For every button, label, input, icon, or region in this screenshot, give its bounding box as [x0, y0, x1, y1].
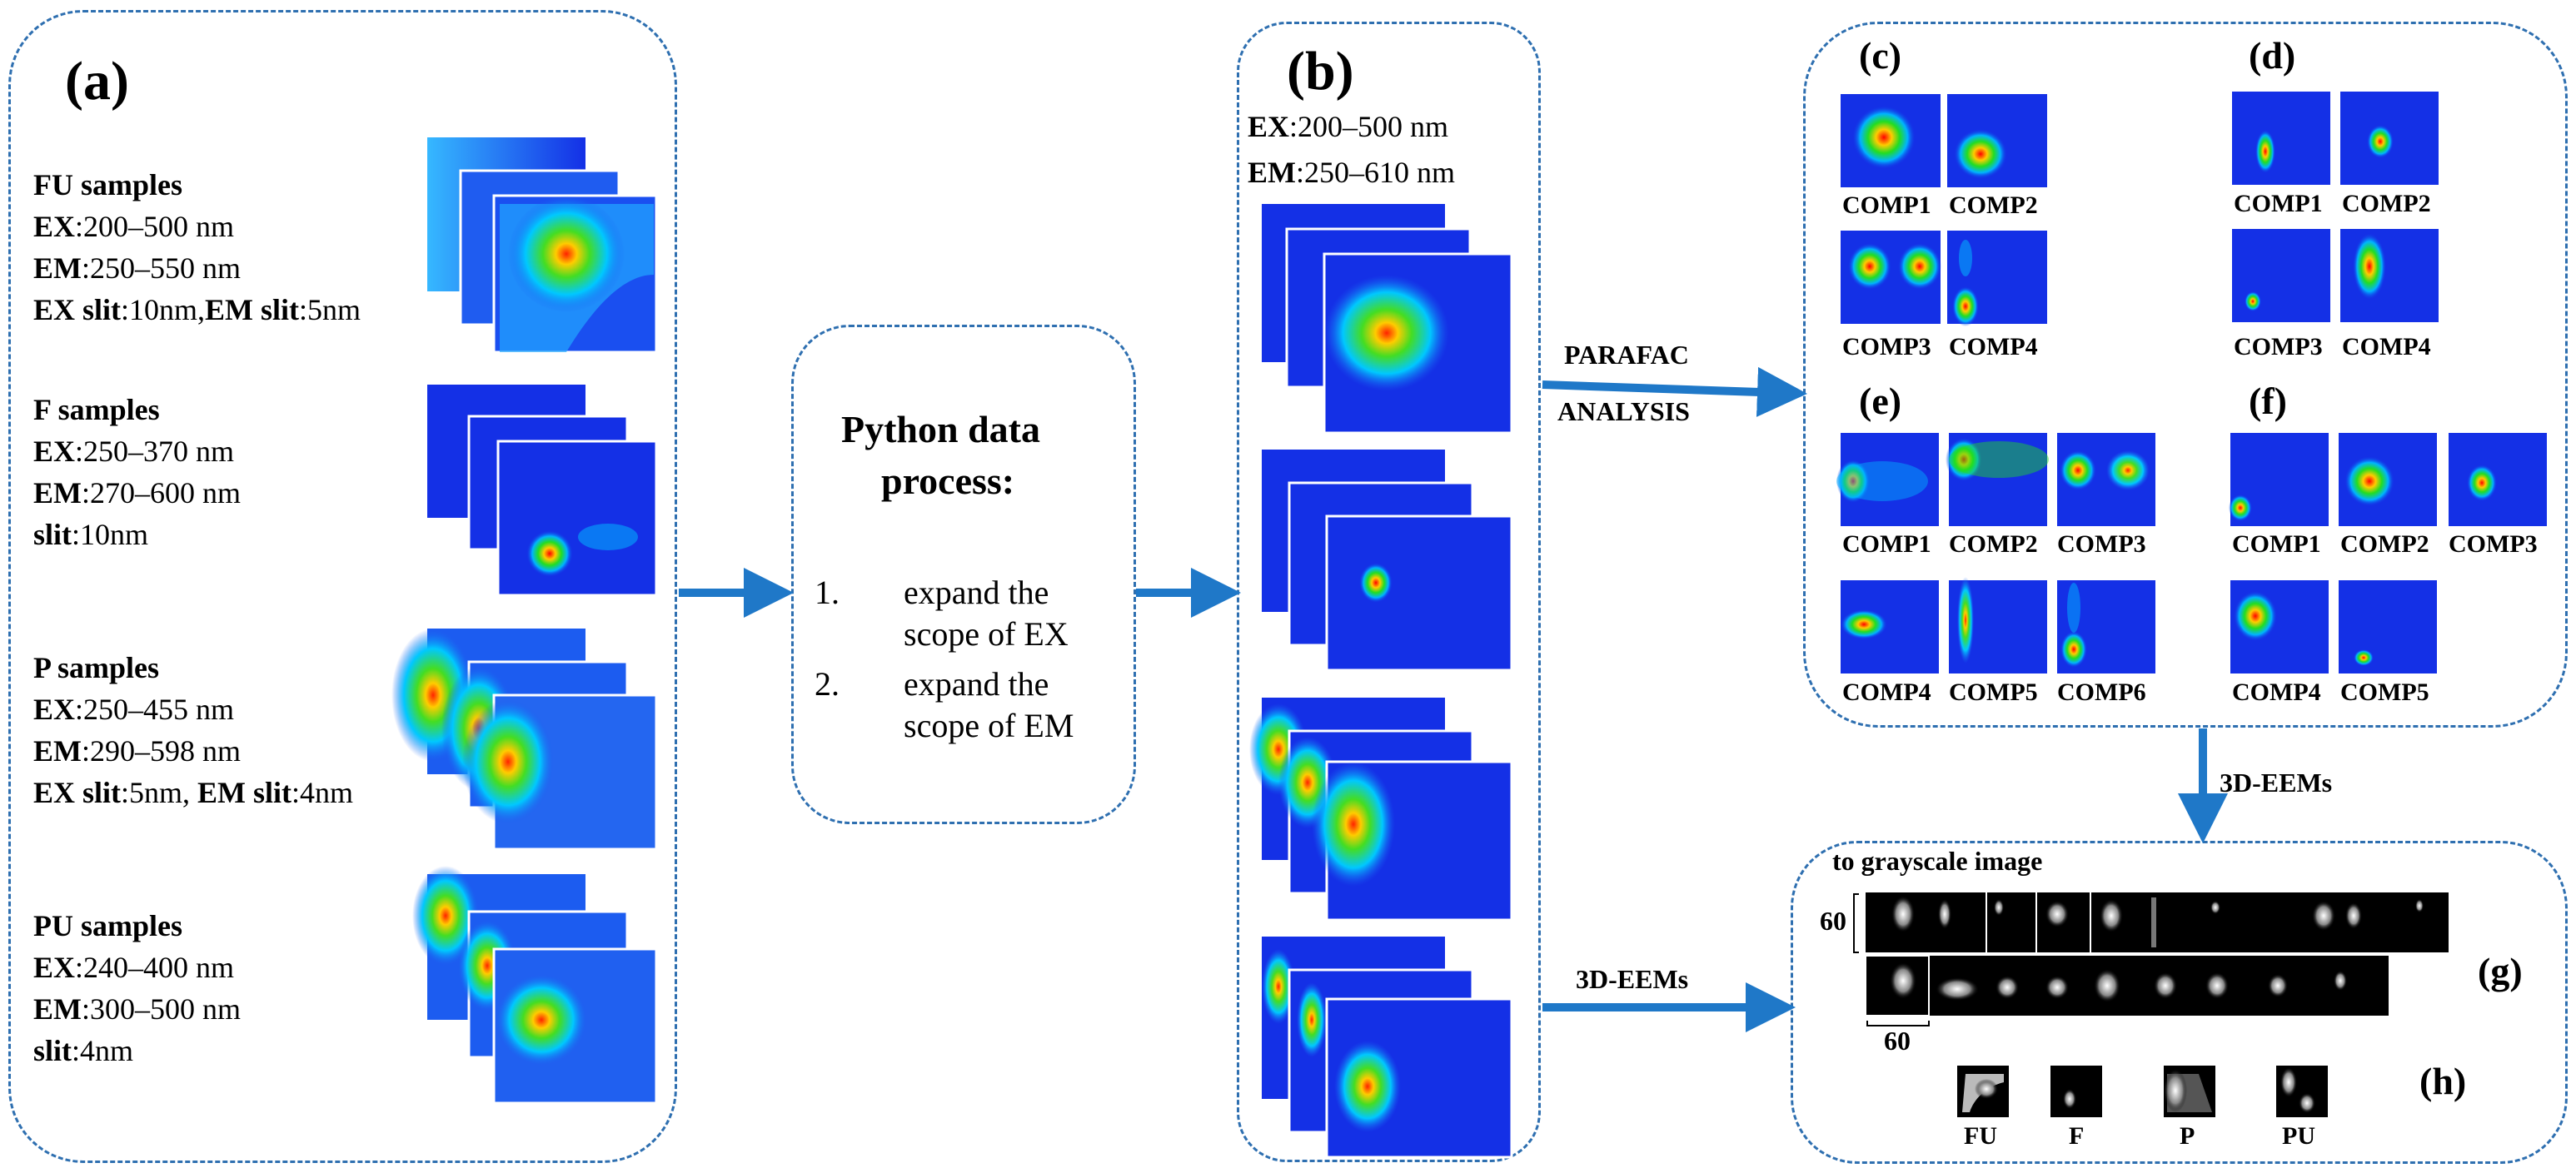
- sample-em-line: EM:290–598 nm: [33, 734, 242, 768]
- grayscale-title: to grayscale image: [1832, 846, 2043, 876]
- comp-label: COMP4: [2232, 678, 2321, 706]
- python-title-line1: Python data: [841, 408, 1040, 450]
- sample-ex-line: EX:200‒500 nm: [33, 210, 235, 243]
- eems-label-right: 3D-EEMs: [1576, 964, 1689, 994]
- comp-label: COMP5: [2340, 678, 2429, 706]
- sample-title: F samples: [33, 393, 160, 426]
- class-label-p: P: [2180, 1122, 2195, 1150]
- sample-em-line: EM:300–500 nm: [33, 992, 242, 1026]
- comp-label: COMP2: [2340, 530, 2429, 558]
- fu-samples-maps: [427, 137, 658, 354]
- panel-label-g: (g): [2478, 950, 2523, 992]
- flow-arrows: [679, 366, 2228, 1032]
- arrow-b-to-parafac: [1542, 366, 1807, 417]
- eems-label-down: 3D-EEMs: [2220, 768, 2333, 798]
- panel-label-a: (a): [65, 51, 129, 112]
- sample-title: FU samples: [33, 168, 182, 201]
- panel-label-c: (c): [1859, 34, 1902, 77]
- python-step1-num: 1.: [815, 574, 840, 611]
- panel-d-comp-maps: [2232, 92, 2439, 322]
- comp-label: COMP2: [1949, 530, 2038, 558]
- python-title-line2: process:: [881, 460, 1015, 502]
- expanded-ex-line: EX:200–500 nm: [1248, 110, 1449, 143]
- python-step1-line2: scope of EX: [904, 615, 1069, 653]
- class-label-f: F: [2069, 1122, 2085, 1150]
- pu-samples-maps: [412, 866, 658, 1105]
- expanded-f-maps: [1262, 450, 1513, 672]
- panel-label-e: (e): [1859, 380, 1902, 422]
- parafac-label-line1: PARAFAC: [1564, 340, 1689, 370]
- comp-label: COMP6: [2057, 678, 2146, 706]
- comp-label: COMP1: [2232, 530, 2321, 558]
- sample-title: PU samples: [33, 909, 182, 942]
- sample-ex-line: EX:250–370 nm: [33, 435, 235, 468]
- panel-e-comp-maps: [1836, 433, 2155, 673]
- panel-label-h: (h): [2419, 1060, 2467, 1102]
- grayscale-strips: [1853, 892, 2449, 1026]
- p-samples-maps: [391, 629, 658, 851]
- grayscale-size-horizontal: 60: [1884, 1026, 1911, 1056]
- comp-label: COMP3: [1842, 333, 1931, 360]
- python-step2-line1: expand the: [904, 665, 1049, 703]
- panel-label-b: (b): [1287, 41, 1354, 102]
- panel-f-comp-maps: [2229, 433, 2547, 673]
- grayscale-size-vertical: 60: [1820, 906, 1846, 936]
- parafac-label-line2: ANALYSIS: [1557, 396, 1690, 426]
- sample-em-line: EM:250–550 nm: [33, 251, 242, 285]
- comp-label: COMP2: [2342, 190, 2431, 217]
- sample-em-line: EM:270–600 nm: [33, 476, 242, 509]
- comp-label: COMP1: [1842, 530, 1931, 558]
- expanded-fu-maps: [1262, 204, 1513, 435]
- python-step2-line2: scope of EM: [904, 707, 1074, 744]
- python-step2-num: 2.: [815, 665, 840, 703]
- comp-label: COMP1: [2234, 190, 2323, 217]
- comp-label: COMP3: [2234, 333, 2323, 360]
- panel-label-f: (f): [2249, 380, 2287, 422]
- class-label-fu: FU: [1964, 1122, 1997, 1150]
- expanded-pu-maps: [1262, 937, 1513, 1159]
- panel-c-comp-maps: [1841, 94, 2047, 326]
- comp-label: COMP4: [1949, 333, 2038, 360]
- f-samples-maps: [427, 385, 658, 597]
- comp-label: COMP4: [1842, 678, 1931, 706]
- sample-slit-line: slit:10nm: [33, 518, 149, 551]
- class-label-pu: PU: [2282, 1122, 2315, 1150]
- sample-slit-line: EX slit:10nm,EM slit:5nm: [33, 293, 361, 326]
- comp-label: COMP5: [1949, 678, 2038, 706]
- expanded-p-maps: [1249, 698, 1513, 922]
- class-grayscale-thumbnails: [1957, 1066, 2328, 1117]
- comp-label: COMP1: [1842, 191, 1931, 219]
- sample-slit-line: EX slit:5nm, EM slit:4nm: [33, 776, 354, 809]
- comp-label: COMP2: [1949, 191, 2038, 219]
- sample-title: P samples: [33, 651, 160, 684]
- comp-label: COMP4: [2342, 333, 2431, 360]
- python-step1-line1: expand the: [904, 574, 1049, 611]
- sample-ex-line: EX:240–400 nm: [33, 951, 235, 984]
- expanded-em-line: EM:250–610 nm: [1248, 156, 1456, 189]
- sample-slit-line: slit:4nm: [33, 1034, 134, 1067]
- panel-label-d: (d): [2249, 34, 2296, 77]
- comp-label: COMP3: [2057, 530, 2146, 558]
- panel-a-box: [8, 10, 677, 1163]
- comp-label: COMP3: [2449, 530, 2538, 558]
- sample-ex-line: EX:250–455 nm: [33, 693, 235, 726]
